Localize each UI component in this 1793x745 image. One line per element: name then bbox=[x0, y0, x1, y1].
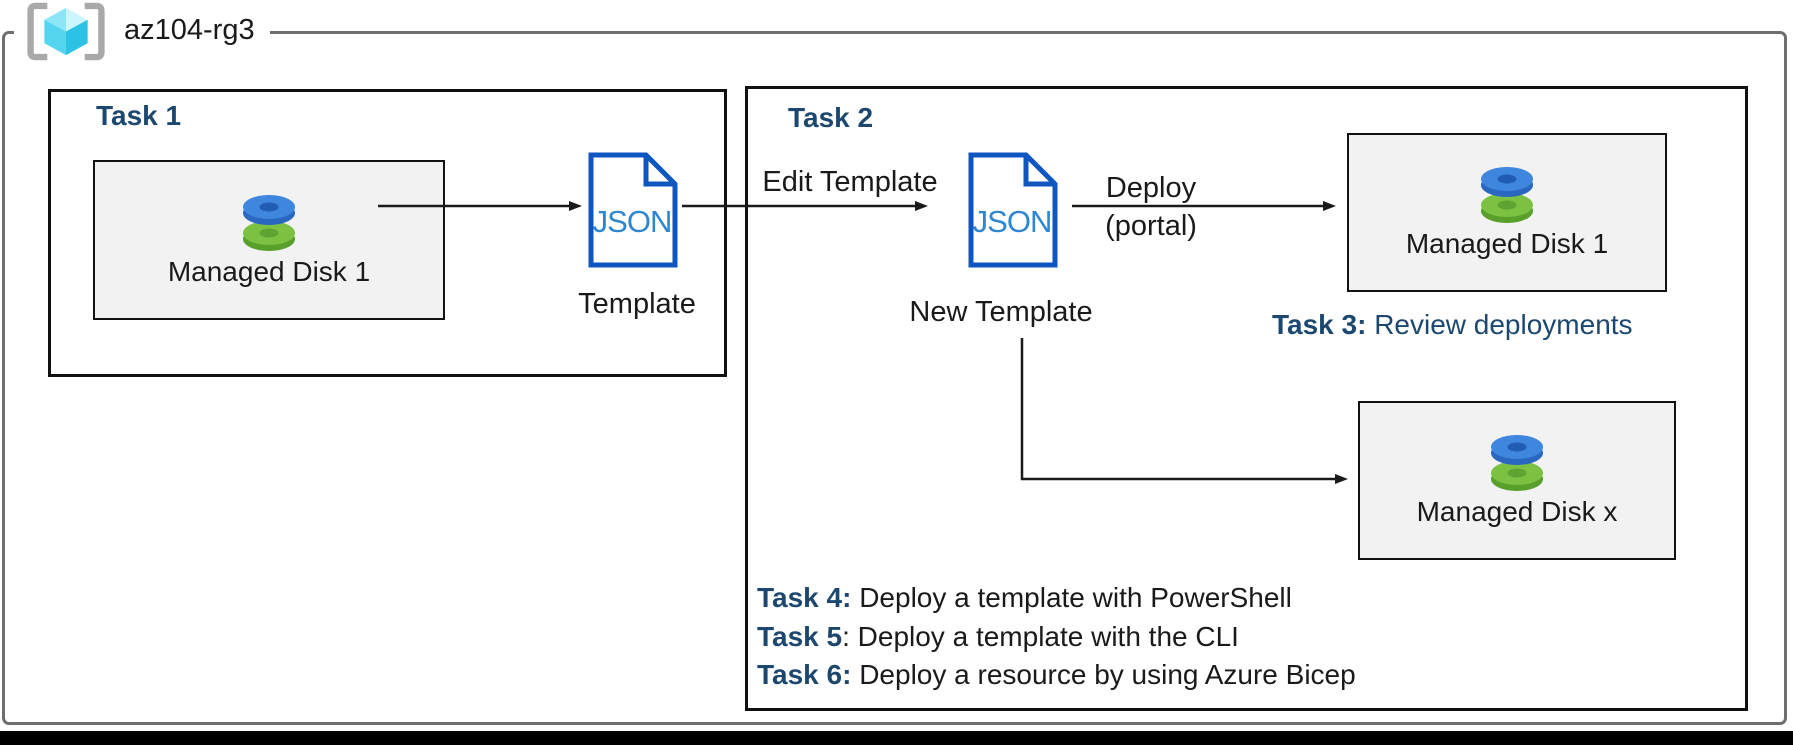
folded-corner bbox=[1023, 155, 1055, 187]
task4-line: Task 4: Deploy a template with PowerShel… bbox=[757, 579, 1356, 618]
task5-bold: Task 5 bbox=[757, 620, 843, 652]
task6-text: Deploy a resource by using Azure Bicep bbox=[851, 659, 1356, 690]
managed-disk-label: Managed Disk 1 bbox=[1405, 228, 1609, 259]
task5-line: Task 5: Deploy a template with the CLI bbox=[757, 618, 1356, 657]
folded-corner bbox=[643, 155, 675, 187]
template-label: Template bbox=[578, 288, 696, 320]
deploy-portal-label: (portal) bbox=[1105, 210, 1197, 242]
managed-disk-label: Managed Disk x bbox=[1416, 496, 1618, 527]
resource-group-boundary bbox=[2, 31, 1787, 725]
json-file-icon-template: JSON bbox=[588, 152, 678, 268]
task6-line: Task 6: Deploy a resource by using Azure… bbox=[757, 656, 1356, 695]
managed-disk-icon bbox=[243, 194, 295, 251]
bottom-black-bar bbox=[0, 731, 1793, 745]
cube-face-top-left bbox=[44, 7, 66, 32]
json-file-icon-new-template: JSON bbox=[968, 152, 1058, 268]
managed-disk-1-box-task2: Managed Disk 1 bbox=[1347, 133, 1667, 292]
task4-bold: Task 4: bbox=[757, 582, 852, 613]
managed-disk-1-box-task1: Managed Disk 1 bbox=[93, 160, 445, 320]
managed-disk-icon bbox=[1491, 435, 1543, 491]
task4-text: Deploy a template with PowerShell bbox=[851, 582, 1292, 613]
task3-bold: Task 3: bbox=[1272, 309, 1367, 340]
bracket-left bbox=[27, 2, 48, 61]
managed-disk-icon bbox=[1481, 167, 1533, 223]
task2-title: Task 2 bbox=[788, 102, 874, 133]
deploy-label: Deploy bbox=[1105, 172, 1197, 204]
task5-text: : Deploy a template with the CLI bbox=[842, 620, 1239, 652]
json-text: JSON bbox=[593, 204, 672, 239]
task6-bold: Task 6: bbox=[757, 659, 852, 690]
edit-template-label: Edit Template bbox=[762, 166, 938, 198]
managed-disk-x-box: Managed Disk x bbox=[1358, 401, 1676, 560]
cube-face-left bbox=[44, 19, 66, 56]
task3-caption: Task 3: Review deployments bbox=[1272, 309, 1633, 341]
managed-disk-label: Managed Disk 1 bbox=[167, 255, 371, 287]
cube-face-top-right bbox=[66, 7, 88, 32]
task-list: Task 4: Deploy a template with PowerShel… bbox=[757, 579, 1356, 695]
new-template-label: New Template bbox=[909, 296, 1093, 328]
task1-title: Task 1 bbox=[96, 100, 182, 131]
resource-group-name: az104-rg3 bbox=[124, 14, 255, 46]
bracket-right bbox=[84, 2, 105, 61]
json-text: JSON bbox=[973, 204, 1052, 239]
task3-text: Review deployments bbox=[1366, 309, 1633, 340]
resource-group-icon bbox=[27, 2, 105, 61]
